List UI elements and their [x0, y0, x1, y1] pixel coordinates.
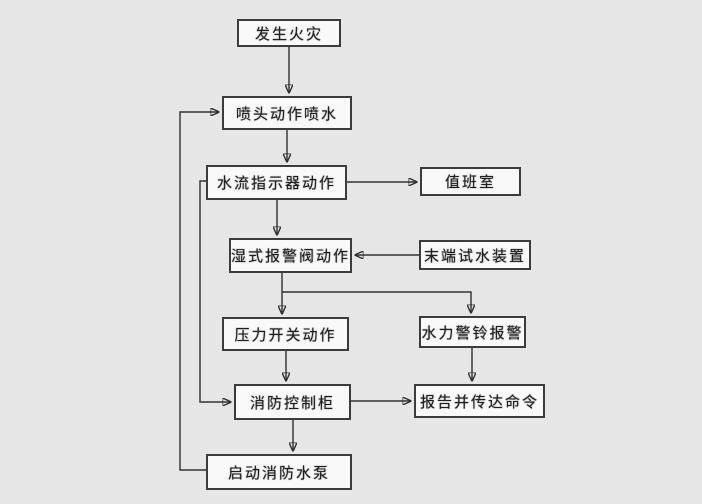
flow-node-water-flow-indicator: 水流指示器动作	[206, 165, 347, 200]
flow-node-report-command: 报告并传达命令	[414, 384, 545, 418]
arrow-flow-indicator-bypass-to-control-cabinet	[199, 180, 230, 402]
flow-node-fire-control-cabinet: 消防控制柜	[234, 384, 351, 420]
flow-node-sprinkler-action: 喷头动作喷水	[222, 96, 352, 130]
flow-node-wet-alarm-valve: 湿式报警阀动作	[229, 238, 352, 273]
arrow-start-pump-feedback-to-sprinkler	[179, 112, 218, 471]
arrow-wet-valve-to-hydraulic-bell	[282, 291, 471, 312]
flow-node-pressure-switch: 压力开关动作	[222, 317, 349, 351]
flow-node-fire: 发生火灾	[237, 19, 341, 47]
flow-node-duty-room: 值班室	[420, 167, 521, 196]
flow-node-hydraulic-alarm-bell: 水力警铃报警	[419, 316, 526, 348]
flow-node-end-test-device: 末端试水装置	[419, 240, 531, 270]
flow-node-start-fire-pump: 启动消防水泵	[206, 454, 352, 490]
